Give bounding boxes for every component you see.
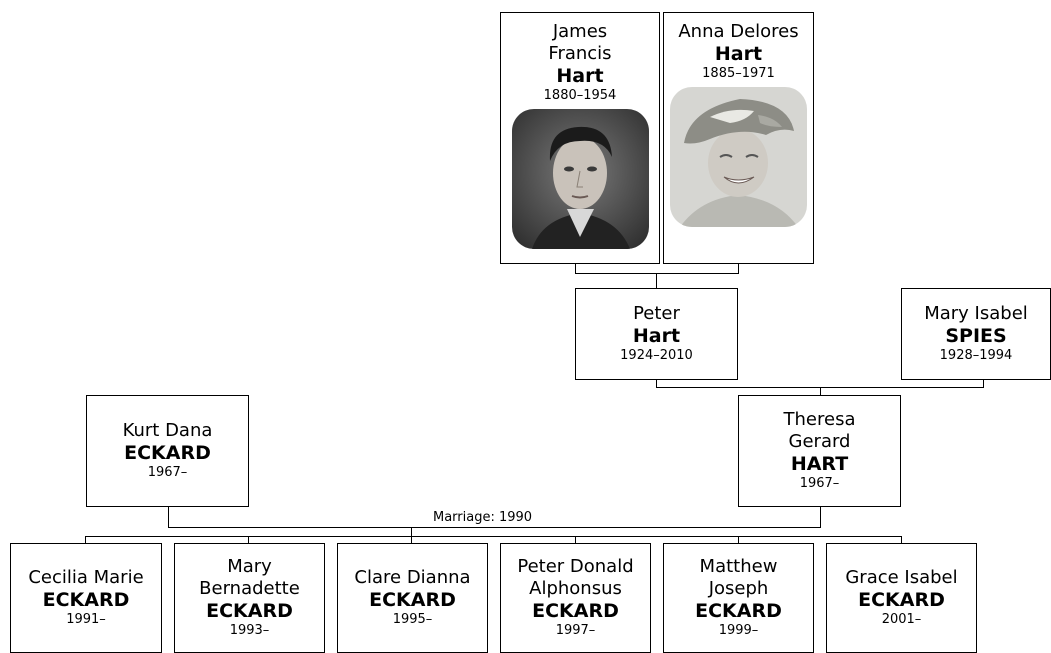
surname: ECKARD <box>532 600 619 622</box>
person-card-mary-isabel-spies[interactable]: Mary Isabel SPIES 1928–1994 <box>901 288 1051 380</box>
surname: ECKARD <box>42 589 130 611</box>
person-card-peter-hart[interactable]: Peter Hart 1924–2010 <box>575 288 738 380</box>
person-card-child[interactable]: Matthew Joseph ECKARD 1999– <box>663 543 814 653</box>
given-name: James Francis <box>548 21 612 64</box>
person-card-child[interactable]: Clare Dianna ECKARD 1995– <box>337 543 488 653</box>
connector-parents-theresa <box>656 379 984 395</box>
surname: ECKARD <box>695 600 782 622</box>
person-card-james-francis-hart[interactable]: James Francis Hart 1880–1954 <box>500 12 660 264</box>
life-dates: 1993– <box>229 623 270 638</box>
surname: Hart <box>714 43 763 65</box>
life-dates: 1997– <box>555 623 596 638</box>
portrait-man-photo <box>511 109 649 249</box>
surname: Hart <box>556 65 604 87</box>
life-dates: 2001– <box>881 612 922 627</box>
life-dates: 1991– <box>66 612 106 627</box>
given-name: Mary Isabel <box>924 303 1028 324</box>
given-name: Peter Donald Alphonsus <box>517 556 634 599</box>
life-dates: 1967– <box>799 476 840 491</box>
life-dates: 1885–1971 <box>702 66 775 81</box>
given-name: Kurt Dana <box>122 420 213 441</box>
given-name: Clare Dianna <box>354 567 471 588</box>
life-dates: 1928–1994 <box>939 348 1013 363</box>
person-card-child[interactable]: Grace Isabel ECKARD 2001– <box>826 543 977 653</box>
person-card-child[interactable]: Mary Bernadette ECKARD 1993– <box>174 543 325 653</box>
given-name: Peter <box>633 303 680 324</box>
given-name: Theresa Gerard <box>783 409 856 452</box>
connector-children <box>85 527 902 543</box>
life-dates: 1880–1954 <box>543 88 617 103</box>
life-dates: 1995– <box>392 612 433 627</box>
given-name: Matthew Joseph <box>699 556 778 599</box>
surname: ECKARD <box>206 600 293 622</box>
surname: Hart <box>632 325 681 347</box>
person-card-child[interactable]: Peter Donald Alphonsus ECKARD 1997– <box>500 543 651 653</box>
life-dates: 1999– <box>718 623 759 638</box>
person-card-theresa-gerard-hart[interactable]: Theresa Gerard HART 1967– <box>738 395 901 507</box>
life-dates: 1967– <box>147 465 188 480</box>
surname: HART <box>790 453 849 475</box>
marriage-label: Marriage: 1990 <box>431 510 535 526</box>
surname: ECKARD <box>369 589 456 611</box>
life-dates: 1924–2010 <box>620 348 693 363</box>
person-card-child[interactable]: Cecilia Marie ECKARD 1991– <box>10 543 162 653</box>
given-name: Cecilia Marie <box>28 567 144 588</box>
surname: ECKARD <box>124 442 211 464</box>
connector-marriage <box>168 506 821 528</box>
given-name: Anna Delores <box>678 21 799 42</box>
person-card-kurt-dana-eckard[interactable]: Kurt Dana ECKARD 1967– <box>86 395 249 507</box>
person-card-anna-delores-hart[interactable]: Anna Delores Hart 1885–1971 <box>663 12 814 264</box>
surname: SPIES <box>945 325 1007 347</box>
portrait-woman-hat-photo <box>670 87 807 227</box>
connector-grandparents <box>575 263 739 288</box>
surname: ECKARD <box>858 589 945 611</box>
given-name: Grace Isabel <box>845 567 958 588</box>
given-name: Mary Bernadette <box>199 556 300 599</box>
